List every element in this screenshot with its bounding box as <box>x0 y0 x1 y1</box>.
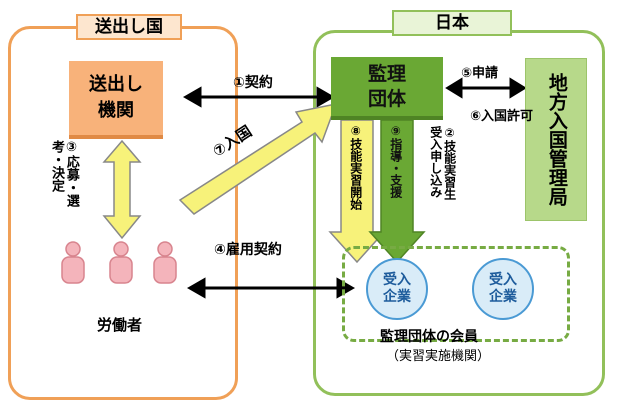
request-label: ⑤申請 <box>461 66 499 81</box>
contract-arrow <box>182 86 336 108</box>
member-companies-group <box>342 246 570 342</box>
immigration-bureau: 地方入国管理局 <box>525 58 587 221</box>
guidance-label: ⑨指導・支援 <box>388 124 403 198</box>
company-1-line2: 企業 <box>383 289 411 305</box>
sending-organization: 送出し 機関 <box>69 61 163 139</box>
supervising-organization: 監理 団体 <box>331 57 443 120</box>
accepting-company-2: 受入 企業 <box>472 258 534 320</box>
supervising-org-line2: 団体 <box>367 87 406 110</box>
selection-arrow <box>102 139 142 240</box>
selection-label: ③応募・選考・決定 <box>48 140 79 207</box>
member-subtitle: （実習実施機関） <box>386 349 491 364</box>
member-title: 監理団体の会員 <box>380 329 478 345</box>
sending-org-line1: 送出し <box>89 74 143 95</box>
worker-icons <box>61 241 177 284</box>
immigration-bureau-label: 地方入国管理局 <box>545 73 568 206</box>
application-label-wrap: ②技能実習生受入申し込み <box>428 126 457 210</box>
training-start-label-wrap: ⑧技能実習開始 <box>348 124 363 232</box>
guidance-label-wrap: ⑨指導・支援 <box>388 124 403 232</box>
training-start-label: ⑧技能実習開始 <box>348 124 363 210</box>
company-1-line1: 受入 <box>383 272 411 288</box>
entry-arrow <box>178 103 338 215</box>
employment-contract-label: ④雇用契約 <box>214 242 282 258</box>
request-arrow <box>445 77 527 99</box>
contract-label: ①契約 <box>233 75 273 91</box>
sending-country-title: 送出し国 <box>76 14 182 40</box>
workers-label: 労働者 <box>97 316 143 334</box>
permission-label: ⑥入国許可 <box>470 109 534 124</box>
application-label: ②技能実習生受入申し込み <box>428 126 457 200</box>
selection-label-wrap: ③応募・選考・決定 <box>48 140 79 232</box>
supervising-org-line1: 監理 <box>367 62 406 85</box>
accepting-company-1: 受入 企業 <box>366 258 428 320</box>
company-2-line1: 受入 <box>489 272 517 288</box>
company-2-line2: 企業 <box>489 289 517 305</box>
sending-org-line2: 機関 <box>98 100 134 121</box>
employment-contract-arrow <box>186 277 356 299</box>
japan-title: 日本 <box>392 10 512 36</box>
